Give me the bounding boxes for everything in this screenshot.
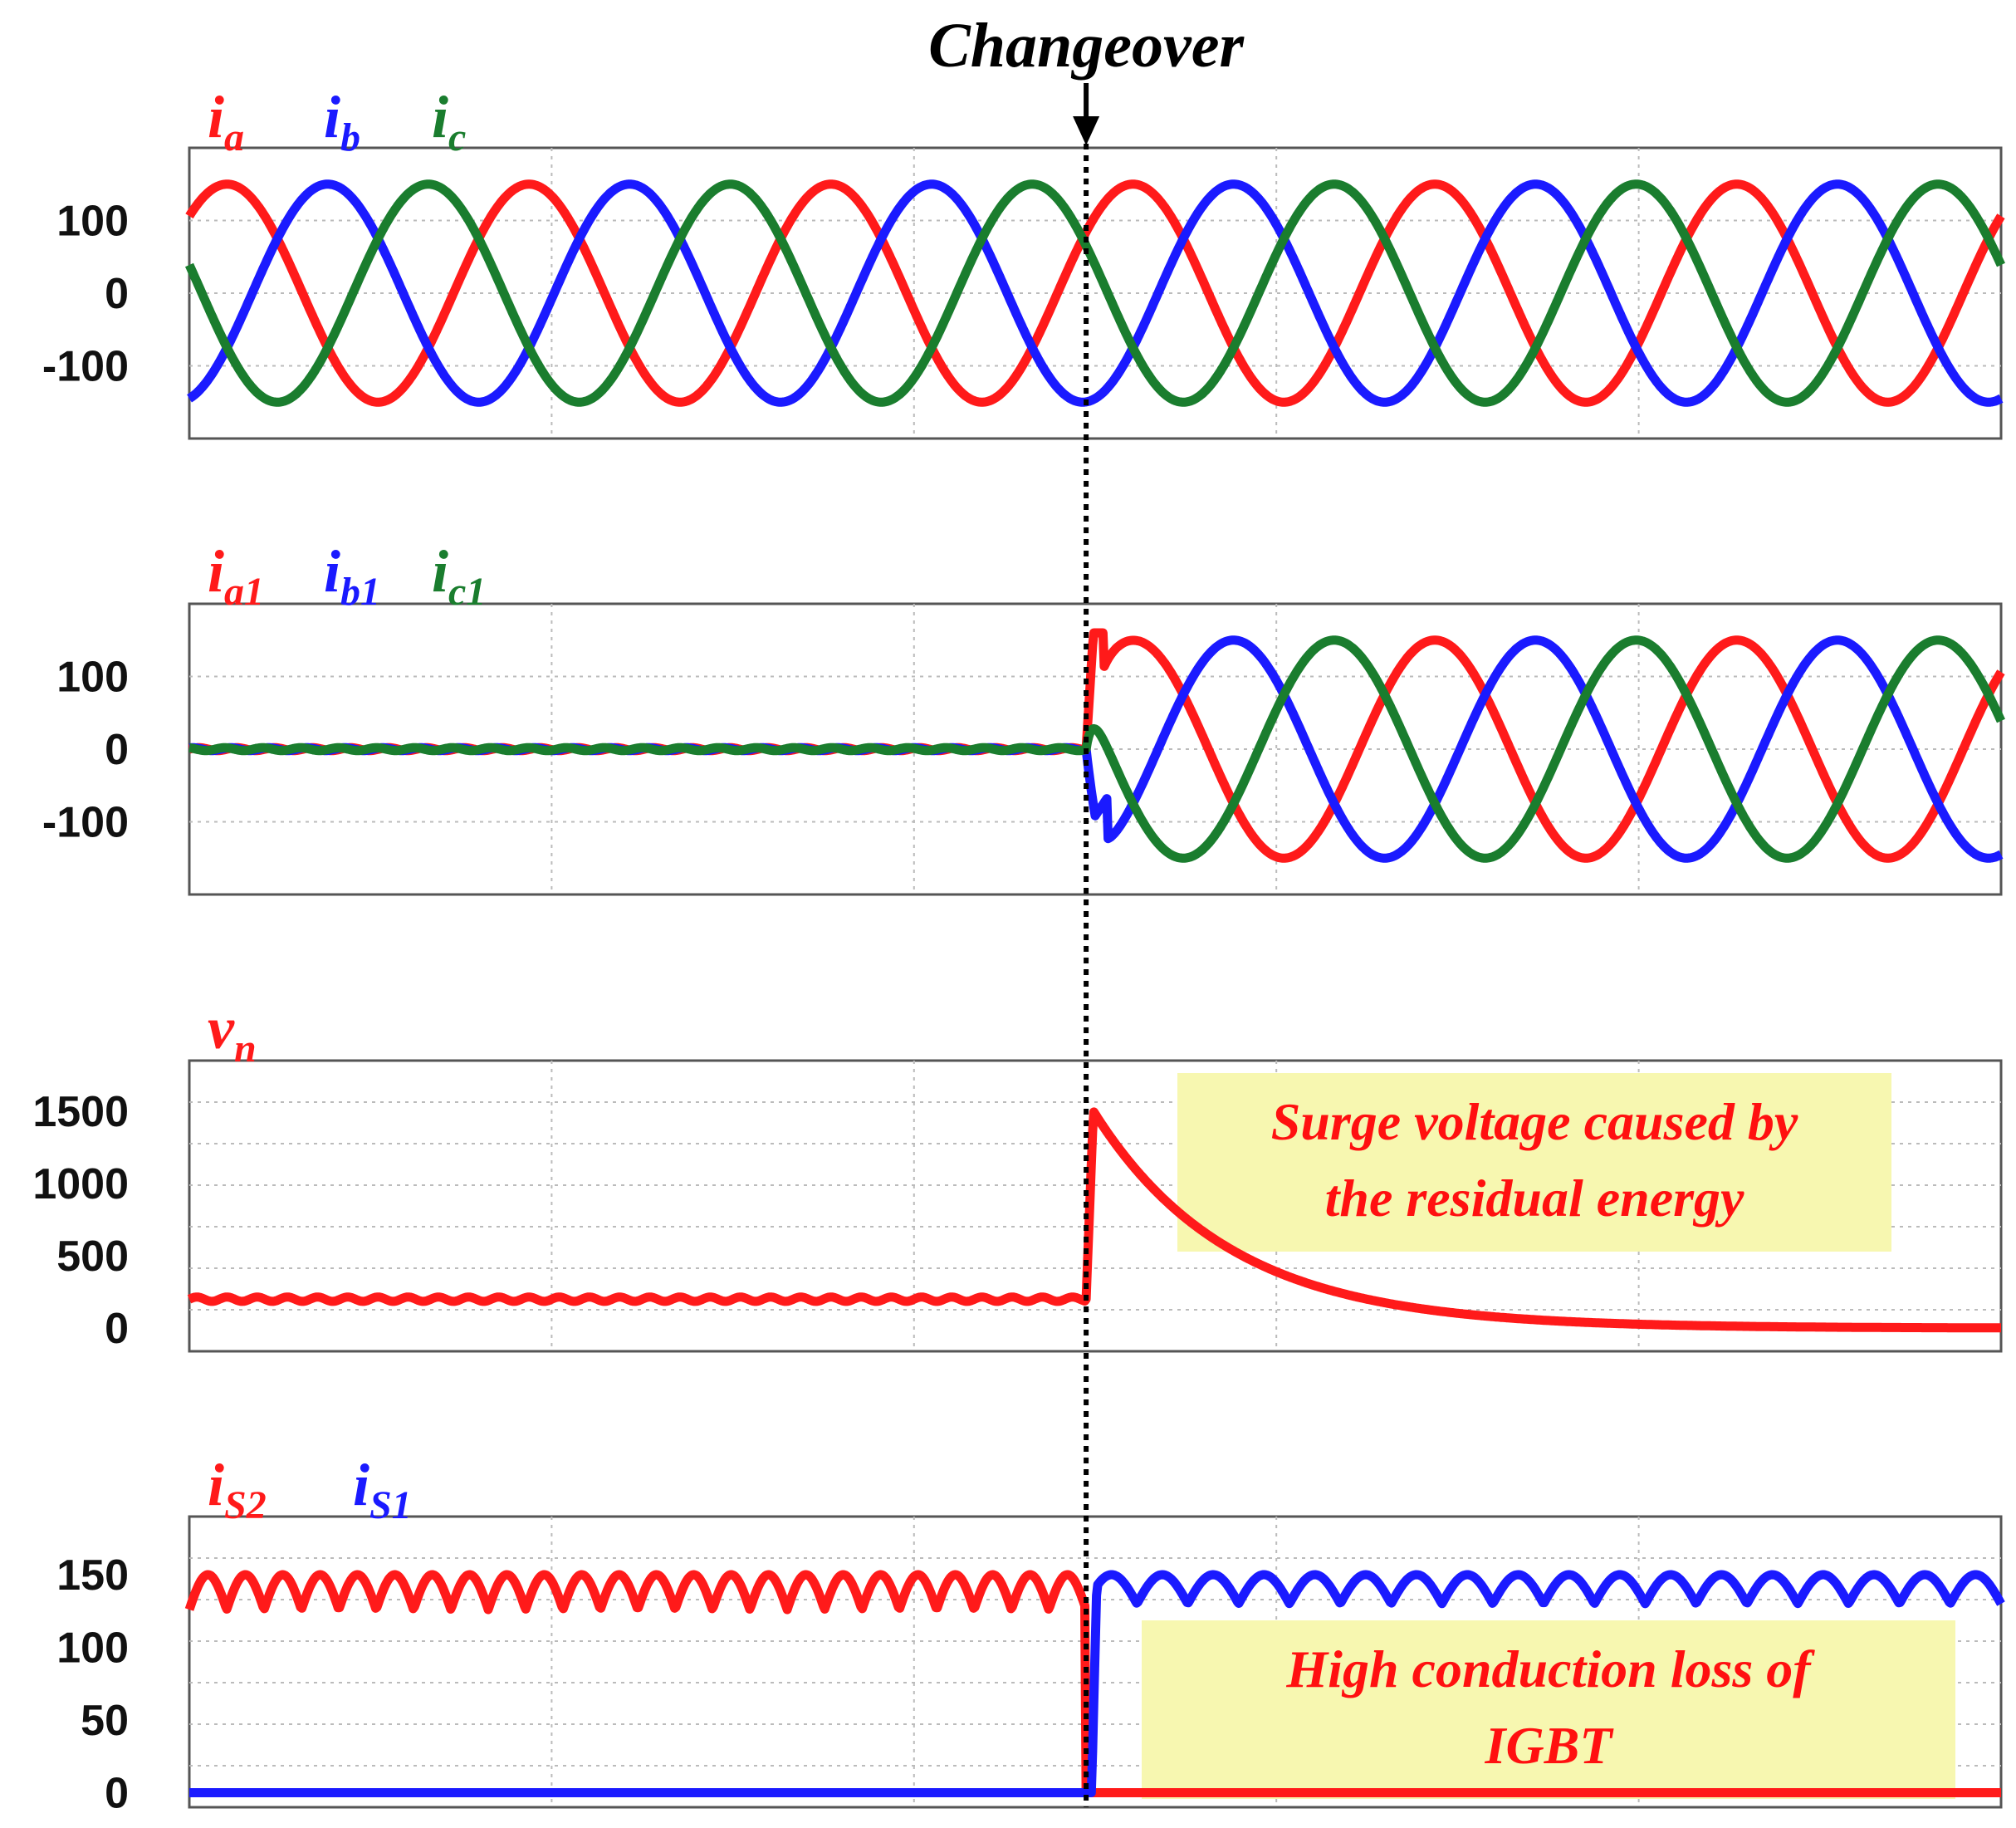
panel-2: ia1 ib1 ic1 100 0 -100 xyxy=(42,538,2005,896)
series-ic1 xyxy=(186,635,2005,863)
y-tick-label: 0 xyxy=(105,1305,129,1353)
legend-ic: ic xyxy=(432,84,466,159)
legend-ib1: ib1 xyxy=(324,538,380,614)
series-vn xyxy=(186,1107,2004,1333)
series-ic xyxy=(184,179,2005,407)
y-tick-label: 1000 xyxy=(32,1160,129,1208)
series-ib xyxy=(186,179,2004,407)
y-tick-label: 0 xyxy=(105,270,129,318)
series-iS1 xyxy=(186,1570,2005,1797)
annotation-text: High conduction loss of xyxy=(1285,1639,1815,1698)
y-tick-label: 0 xyxy=(105,1770,129,1818)
legend-vn: vn xyxy=(208,995,257,1071)
y-tick-label: 500 xyxy=(56,1233,129,1281)
changeover-label: Changeover xyxy=(928,11,1245,81)
y-tick-label: 100 xyxy=(56,654,129,702)
series-ia xyxy=(185,179,2005,407)
panel-4: High conduction loss of IGBT iS2 iS1 150 100 5… xyxy=(56,1452,2005,1818)
annotation-box xyxy=(1142,1620,1955,1799)
changeover-arrow-icon xyxy=(1073,116,1100,145)
y-tick-label: -100 xyxy=(42,343,129,391)
y-tick-label: 0 xyxy=(105,726,129,774)
annotation-box xyxy=(1177,1073,1891,1252)
panel-3: Surge voltage caused by the residual ener… xyxy=(32,995,2004,1353)
y-tick-label: 150 xyxy=(56,1551,129,1600)
y-tick-label: -100 xyxy=(42,799,129,847)
y-tick-label: 50 xyxy=(81,1697,129,1745)
legend-ia1: ia1 xyxy=(208,538,264,614)
y-tick-label: 100 xyxy=(56,1625,129,1673)
annotation-text: IGBT xyxy=(1485,1716,1615,1775)
legend-ic1: ic1 xyxy=(432,538,486,614)
legend-ia: ia xyxy=(208,84,244,159)
y-tick-label: 100 xyxy=(56,198,129,246)
annotation-text: Surge voltage caused by xyxy=(1271,1092,1798,1151)
y-tick-label: 1500 xyxy=(32,1088,129,1136)
legend-ib: ib xyxy=(324,84,360,159)
annotation-text: the residual energy xyxy=(1325,1169,1744,1228)
legend-iS2: iS2 xyxy=(208,1452,267,1527)
legend-iS1: iS1 xyxy=(353,1452,412,1527)
